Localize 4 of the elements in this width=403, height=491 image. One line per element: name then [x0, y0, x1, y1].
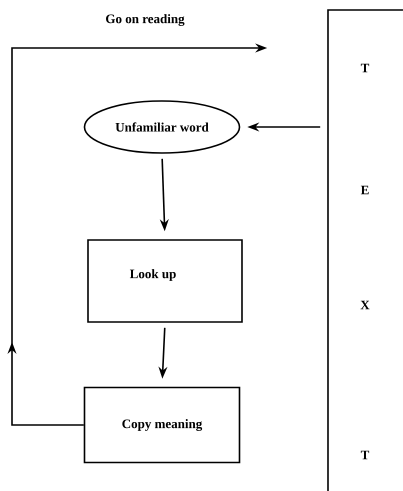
process-box: Look up [87, 239, 243, 323]
text-panel: T E X T [327, 9, 403, 491]
edge-label: Go on reading [104, 13, 186, 27]
process-box: Copy meaning [84, 386, 240, 464]
